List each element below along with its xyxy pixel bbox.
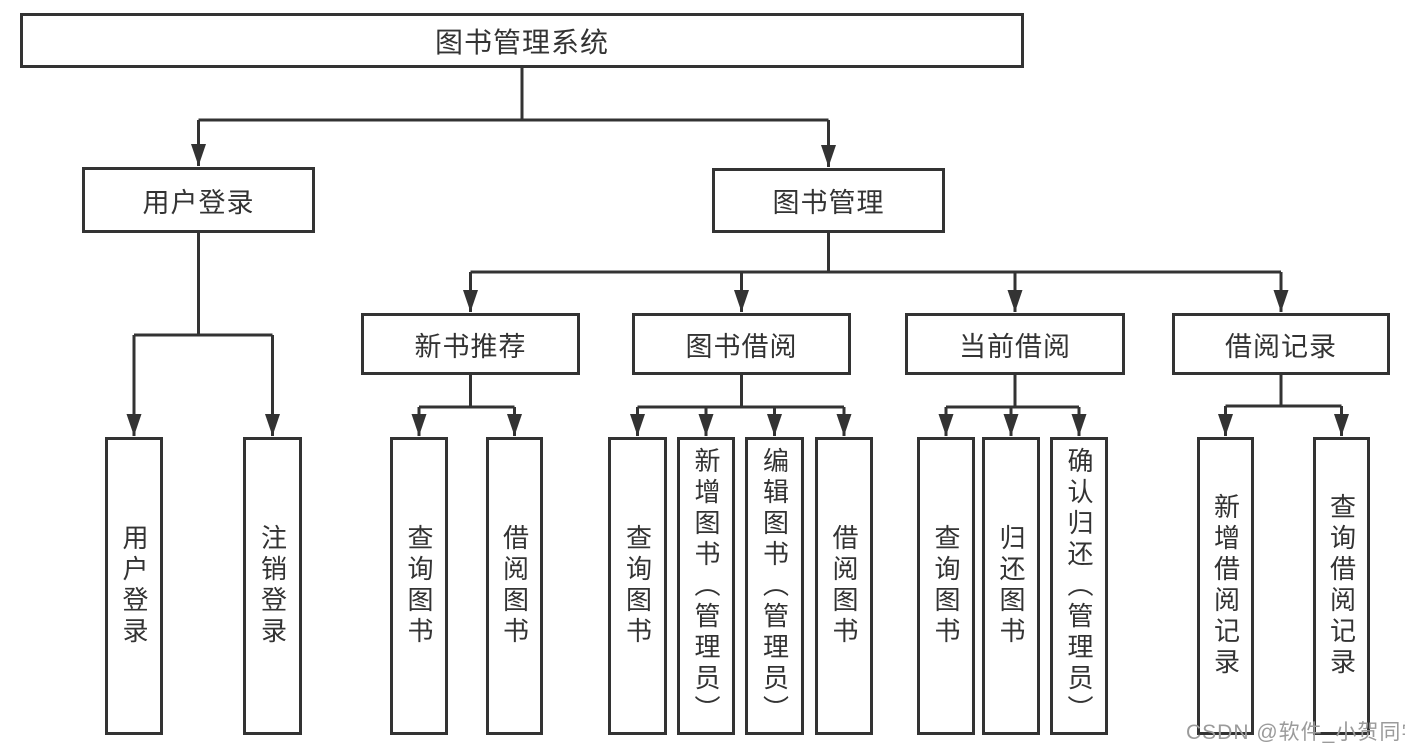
leaf-label: 借阅图书 xyxy=(829,524,859,648)
leaf-borrow-books-recommend: 借阅图书 xyxy=(486,437,543,735)
leaf-return-books: 归还图书 xyxy=(982,437,1040,735)
leaf-label: 用户登录 xyxy=(119,524,149,648)
node-library-system: 图书管理系统 xyxy=(20,13,1024,68)
leaf-label: 新增借阅记录 xyxy=(1210,493,1241,679)
node-user-login: 用户登录 xyxy=(82,167,315,233)
leaf-label: 借阅图书 xyxy=(499,524,530,648)
node-current-borrowing: 当前借阅 xyxy=(905,313,1125,375)
leaf-label: 查询借阅记录 xyxy=(1326,493,1357,679)
leaf-edit-book-admin: 编辑图书（管理员） xyxy=(745,437,804,735)
leaf-label: 确认归还（管理员） xyxy=(1064,446,1094,726)
leaf-label: 查询图书 xyxy=(622,524,653,648)
watermark: CSDN @软件_小贺同学 xyxy=(1186,721,1405,744)
leaf-query-books-borrowing: 查询图书 xyxy=(608,437,667,735)
node-new-book-recommend: 新书推荐 xyxy=(361,313,580,375)
leaf-query-borrow-record: 查询借阅记录 xyxy=(1313,437,1370,735)
leaf-label: 查询图书 xyxy=(931,524,961,648)
leaf-label: 注销登录 xyxy=(257,524,288,648)
leaf-logout: 注销登录 xyxy=(243,437,302,735)
leaf-confirm-return-admin: 确认归还（管理员） xyxy=(1050,437,1108,735)
node-book-borrowing: 图书借阅 xyxy=(632,313,851,375)
node-borrow-records: 借阅记录 xyxy=(1172,313,1390,375)
leaf-borrow-books-borrowing: 借阅图书 xyxy=(815,437,873,735)
leaf-label: 新增图书（管理员） xyxy=(691,446,721,726)
leaf-query-books-current: 查询图书 xyxy=(917,437,975,735)
leaf-label: 编辑图书（管理员） xyxy=(759,446,790,726)
leaf-add-borrow-record: 新增借阅记录 xyxy=(1197,437,1254,735)
leaf-label: 归还图书 xyxy=(996,524,1026,648)
leaf-label: 查询图书 xyxy=(404,524,434,648)
leaf-user-login: 用户登录 xyxy=(105,437,163,735)
node-book-management: 图书管理 xyxy=(712,168,945,233)
leaf-query-books-recommend: 查询图书 xyxy=(390,437,448,735)
leaf-add-book-admin: 新增图书（管理员） xyxy=(677,437,735,735)
